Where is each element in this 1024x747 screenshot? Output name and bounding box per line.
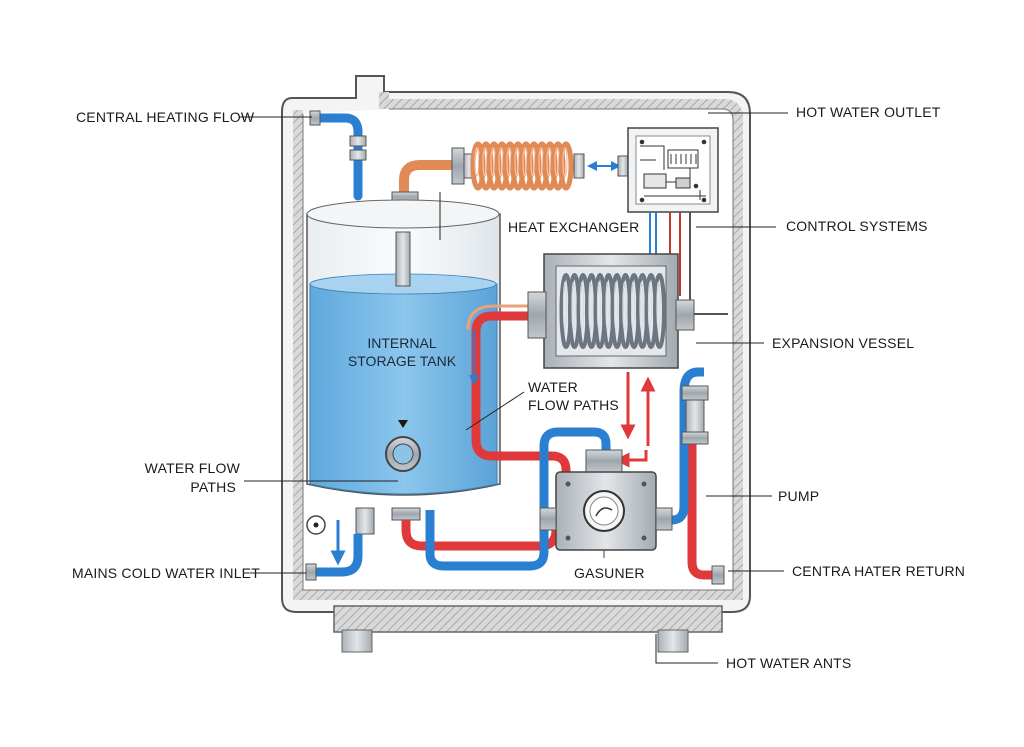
label-mains-cold-water-inlet: MAINS COLD WATER INLET: [72, 565, 260, 581]
label-water-flow-paths-center-1: WATER: [528, 379, 578, 395]
label-central-heating-flow: CENTRAL HEATING FLOW: [76, 109, 255, 125]
expansion-coil: [559, 273, 666, 349]
control-systems-board: [600, 127, 719, 300]
label-centra-hater-return: CENTRA HATER RETURN: [792, 563, 965, 579]
label-hot-water-outlet: HOT WATER OUTLET: [796, 104, 941, 120]
central-heating-flow-pipe: [309, 110, 367, 201]
label-expansion-vessel: EXPANSION VESSEL: [772, 335, 914, 351]
circuit-traces: [639, 139, 707, 203]
cold-water-pipes: [305, 330, 704, 581]
label-hot-water-ants: HOT WATER ANTS: [726, 655, 851, 671]
label-internal-storage-tank-1: INTERNAL: [367, 335, 436, 351]
label-pump: PUMP: [778, 488, 819, 504]
label-heat-exchanger: HEAT EXCHANGER: [508, 219, 639, 235]
label-internal-storage-tank-2: STORAGE TANK: [348, 353, 457, 369]
pump-unit: [681, 385, 725, 585]
leader-lines: [240, 112, 788, 664]
gas-burner-unit: [539, 449, 673, 558]
heat-exchanger-coil: [391, 141, 629, 203]
label-gasuner: GASUNER: [574, 565, 645, 581]
label-water-flow-paths-left-2: PATHS: [190, 479, 236, 495]
label-water-flow-paths-center-2: FLOW PATHS: [528, 397, 619, 413]
label-control-systems: CONTROL SYSTEMS: [786, 218, 928, 234]
copper-coil: [470, 141, 574, 191]
hot-water-pipes: [401, 280, 720, 580]
expansion-vessel: [527, 253, 728, 369]
label-water-flow-paths-left-1: WATER FLOW: [145, 460, 241, 476]
labels: CENTRAL HEATING FLOW HOT WATER OUTLET HE…: [72, 104, 965, 671]
